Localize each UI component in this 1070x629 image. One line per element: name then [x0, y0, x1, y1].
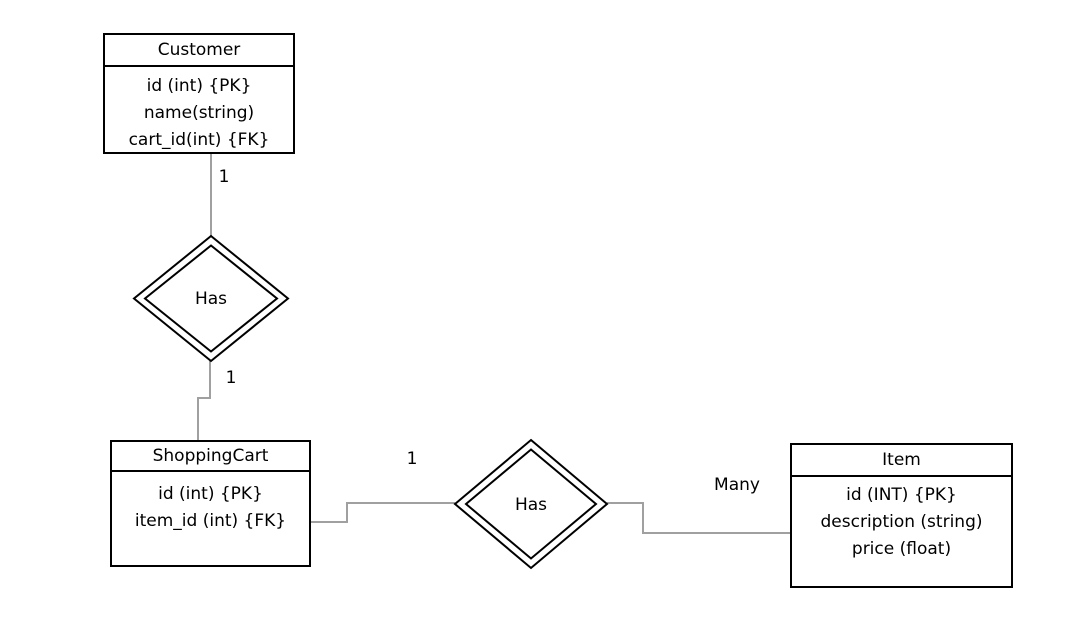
entity-customer-title: Customer — [105, 35, 293, 67]
entity-item-attributes: id (INT) {PK} description (string) price… — [792, 477, 1011, 563]
entity-shoppingcart-title: ShoppingCart — [112, 442, 309, 472]
relationship-has2-label: Has — [514, 495, 548, 515]
attribute-row: name(string) — [143, 103, 255, 123]
attribute-row: id (int) {PK} — [146, 76, 252, 96]
entity-shoppingcart[interactable]: ShoppingCart id (int) {PK} item_id (int)… — [110, 440, 311, 567]
attribute-row: id (int) {PK} — [158, 484, 263, 504]
cardinality-has1-to-shoppingcart: 1 — [225, 368, 237, 388]
connector-has1-to-shoppingcart[interactable] — [197, 361, 211, 440]
attribute-row: description (string) — [820, 512, 983, 532]
attribute-row: item_id (int) {FK} — [134, 511, 287, 531]
cardinality-customer-to-has1: 1 — [218, 167, 230, 187]
has1-diamond-inner — [143, 244, 279, 353]
entity-item-title: Item — [792, 445, 1011, 477]
entity-customer[interactable]: Customer id (int) {PK} name(string) cart… — [103, 33, 295, 154]
attribute-row: price (float) — [851, 539, 952, 559]
relationship-diamond-has2[interactable] — [453, 438, 609, 570]
attribute-row: id (INT) {PK} — [846, 485, 957, 505]
entity-shoppingcart-attributes: id (int) {PK} item_id (int) {FK} — [112, 472, 309, 535]
entity-customer-attributes: id (int) {PK} name(string) cart_id(int) … — [105, 67, 293, 154]
has2-diamond-inner — [464, 448, 598, 560]
relationship-has1-label: Has — [194, 289, 228, 309]
cardinality-shoppingcart-to-has2: 1 — [406, 449, 418, 469]
relationship-diamond-has1[interactable] — [132, 234, 290, 363]
entity-item[interactable]: Item id (INT) {PK} description (string) … — [790, 443, 1013, 588]
connector-has2-to-item[interactable] — [607, 502, 790, 534]
cardinality-has2-to-item: Many — [714, 475, 760, 495]
attribute-row: cart_id(int) {FK} — [128, 130, 270, 150]
connector-shoppingcart-to-has2[interactable] — [311, 502, 455, 523]
